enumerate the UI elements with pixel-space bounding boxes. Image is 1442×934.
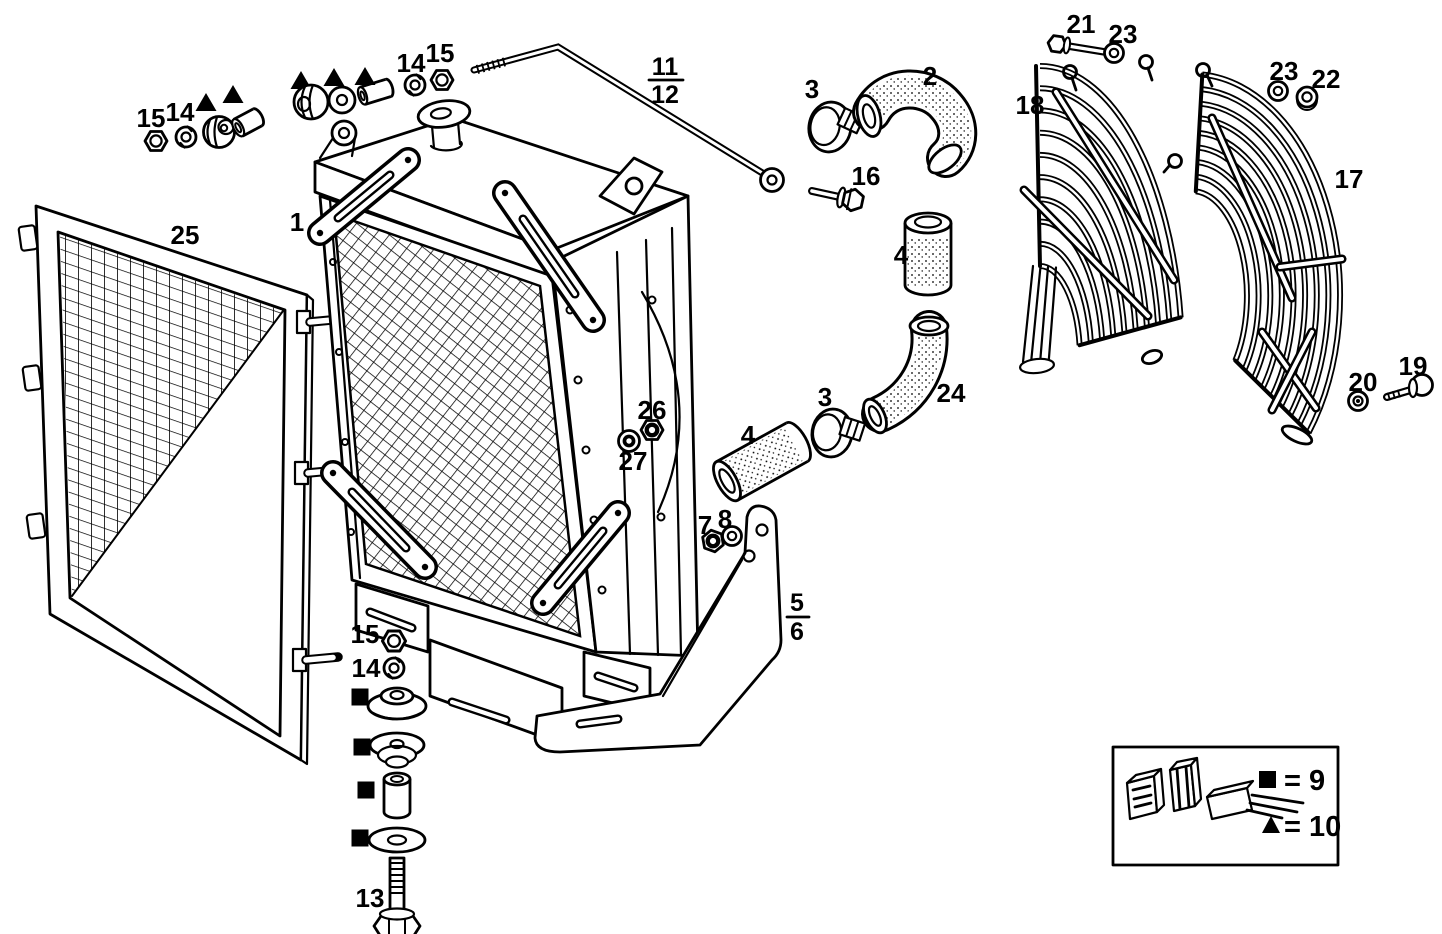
nut-15-stack: [380, 629, 408, 653]
callout-bolt21: 21: [1067, 9, 1096, 39]
lower-sleeve: [712, 421, 812, 503]
guard-bolt-19: [1383, 373, 1434, 401]
stay-rod-eyelet: [759, 167, 785, 193]
fastener-group-top: [290, 67, 455, 121]
washer-14-left: [174, 125, 198, 149]
callout-washer20: 20: [1349, 367, 1378, 397]
callout-washer14-stack: 14: [352, 653, 381, 683]
callout-washer27: 27: [619, 446, 648, 476]
guard-washer-20: [1347, 390, 1369, 412]
callout-nut15-left: 15: [137, 103, 166, 133]
callout-clamp3-lower: 3: [818, 382, 832, 412]
mount-stack: [351, 629, 428, 934]
triangle-marker: [323, 68, 345, 86]
callout-labels: 1 25 15 14 14 15 11 12 3 2 16 4 24 3 4 2…: [137, 9, 1428, 913]
upper-sleeve: [903, 211, 953, 297]
radiator-ear-right: [598, 156, 664, 216]
guard-bolt-21: [1046, 34, 1109, 56]
lower-clamp: [810, 407, 867, 459]
guard-left-strip: [1018, 264, 1058, 375]
upper-hose: [852, 69, 978, 178]
filler-cap: [416, 99, 472, 152]
callout-radiator: 1: [290, 207, 304, 237]
support-bracket: [533, 504, 783, 754]
radiator: [307, 99, 700, 746]
legend-square-text: = 9: [1284, 765, 1325, 797]
washer-stack-large: [367, 826, 427, 854]
callout-bracket5: 5: [790, 589, 804, 617]
callout-rod-bottom: 12: [651, 81, 679, 109]
callout-washer8: 8: [718, 504, 732, 534]
callout-washer14-left: 14: [166, 97, 195, 127]
radiator-corner-braces: [307, 147, 631, 616]
guard-left-hooks: [1062, 54, 1183, 365]
square-marker: [357, 781, 375, 799]
bushing-left: [231, 107, 265, 138]
square-marker: [353, 738, 371, 756]
callout-nut15-stack: 15: [351, 619, 380, 649]
guard-nut-22: [1295, 85, 1319, 111]
callout-washer23-right: 23: [1270, 56, 1299, 86]
square-marker-legend: [1259, 771, 1276, 788]
radiator-feet: [354, 582, 652, 746]
square-marker: [351, 688, 369, 706]
callout-hose24: 24: [937, 378, 966, 408]
protective-screen: [17, 204, 347, 766]
legend-parts-packets: [1125, 756, 1305, 821]
fan-guard-left: [1018, 54, 1184, 375]
fan-guard-right: [1193, 62, 1347, 446]
callout-nut26: 26: [638, 395, 667, 425]
callout-hose2: 2: [923, 61, 937, 91]
washer-top: [327, 85, 357, 115]
triangle-marker: [354, 67, 376, 85]
callout-guard18: 18: [1016, 90, 1045, 120]
legend-box: = 9 = 10: [1111, 745, 1341, 867]
callout-sleeve4-lower: 4: [741, 420, 756, 450]
spacer-stack: [382, 771, 412, 820]
radiator-ear-left: [318, 119, 358, 160]
callout-washer23-left: 23: [1109, 19, 1138, 49]
callout-nut15-top: 15: [426, 38, 455, 68]
callout-nut7: 7: [698, 510, 712, 540]
spacer-top: [356, 77, 395, 106]
callout-bolt19: 19: [1399, 351, 1428, 381]
hex-bolt-16: [808, 186, 865, 213]
callout-bolt13: 13: [356, 883, 385, 913]
grommet-left: [202, 115, 236, 149]
callout-washer14-top: 14: [397, 48, 426, 78]
callout-bolt16: 16: [852, 161, 881, 191]
callout-guard17: 17: [1335, 164, 1364, 194]
screen-tabs: [17, 224, 47, 540]
callout-clamp3-upper: 3: [805, 74, 819, 104]
guard-right-hooks: [1195, 62, 1314, 446]
triangle-marker: [222, 85, 244, 103]
square-marker: [351, 829, 369, 847]
washer-14-stack: [382, 656, 406, 680]
grommet-top: [292, 83, 330, 121]
fastener-group-left: [143, 85, 265, 152]
nut-15-left: [143, 130, 169, 152]
callout-rod-top: 11: [652, 53, 679, 81]
mount-bolt: [372, 856, 422, 934]
grommet-stack-upper: [366, 686, 428, 721]
triangle-marker-legend: [1262, 816, 1280, 833]
lower-hose: [861, 310, 950, 435]
grommet-stack-lower: [368, 731, 426, 769]
nut-15-top: [429, 69, 455, 91]
stay-rod: [470, 43, 785, 193]
callout-sleeve4-upper: 4: [894, 240, 909, 270]
callout-screen: 25: [171, 220, 200, 250]
callout-bracket6: 6: [790, 618, 804, 646]
triangle-marker: [195, 93, 217, 111]
callout-nut22: 22: [1312, 64, 1341, 94]
legend-triangle-text: = 10: [1284, 811, 1341, 843]
